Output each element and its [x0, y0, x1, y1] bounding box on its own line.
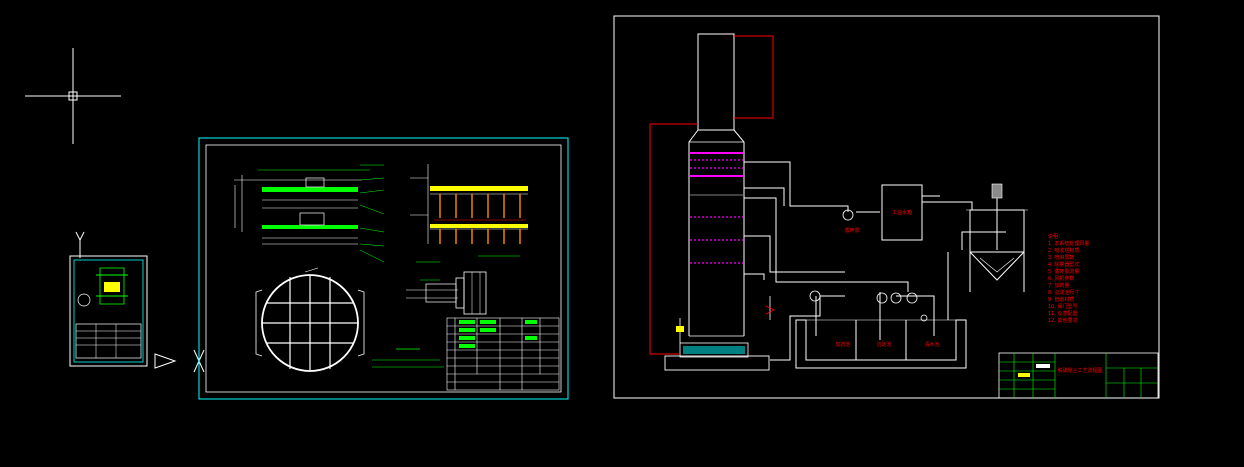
middle-drawing-sheet[interactable]	[198, 137, 569, 400]
svg-text:3. 喷淋层数: 3. 喷淋层数	[1048, 254, 1074, 261]
sediment-pools	[795, 319, 967, 369]
svg-text:2. 吸收塔材质: 2. 吸收塔材质	[1048, 247, 1079, 254]
svg-text:12. 其他要求: 12. 其他要求	[1048, 317, 1078, 324]
absorption-tower	[664, 33, 775, 371]
svg-text:8. 沉淀池尺寸: 8. 沉淀池尺寸	[1048, 289, 1079, 296]
pool1-label: 加药池	[835, 341, 850, 348]
svg-text:10. 阀门型号: 10. 阀门型号	[1048, 303, 1078, 310]
clarifier-mixer	[966, 183, 1028, 292]
pump-icon	[809, 209, 928, 322]
plate-assembly-section	[234, 164, 385, 263]
flange-detail	[406, 271, 487, 315]
tank-label: 工业水箱	[892, 209, 912, 216]
pool2-label: 沉淀池	[876, 341, 891, 348]
nozzle-detail-section	[410, 164, 528, 263]
cad-crosshair-cursor-icon	[25, 48, 121, 144]
svg-text:11. 仪表配置: 11. 仪表配置	[1048, 310, 1078, 317]
process-pipes	[744, 161, 990, 361]
right-title-block: 脱硫除尘工艺流程图	[998, 352, 1159, 399]
process-notes: 说明： 1. 本系统处理风量 2. 吸收塔材质 3. 喷淋层数 4. 除雾器型式…	[1048, 233, 1089, 324]
svg-text:1. 本系统处理风量: 1. 本系统处理风量	[1048, 240, 1089, 247]
svg-text:6. 风机参数: 6. 风机参数	[1048, 275, 1074, 282]
right-drawing-sheet[interactable]: 工业水箱 加药池 沉淀池 清水池 循环泵 说明： 1. 本系统处理风量 2.	[613, 15, 1160, 399]
title-block-text: 脱硫除尘工艺流程图	[1057, 367, 1102, 374]
svg-text:9. 管道材质: 9. 管道材质	[1048, 296, 1074, 303]
pool3-label: 清水池	[924, 341, 939, 348]
svg-text:说明：: 说明：	[1048, 233, 1063, 240]
svg-text:5. 循环泵流量: 5. 循环泵流量	[1048, 268, 1079, 275]
industrial-water-tank	[881, 184, 923, 241]
svg-text:7. 加药量: 7. 加药量	[1048, 282, 1069, 289]
pump-label: 循环泵	[844, 227, 859, 234]
middle-title-block	[446, 317, 560, 391]
technical-notes	[372, 348, 444, 368]
plan-view-circle	[255, 267, 365, 372]
ucs-axis-icon	[75, 231, 205, 373]
small-drawing-sheet[interactable]	[69, 255, 148, 367]
circulation-lines	[649, 35, 774, 355]
svg-text:4. 除雾器型式: 4. 除雾器型式	[1048, 261, 1079, 268]
